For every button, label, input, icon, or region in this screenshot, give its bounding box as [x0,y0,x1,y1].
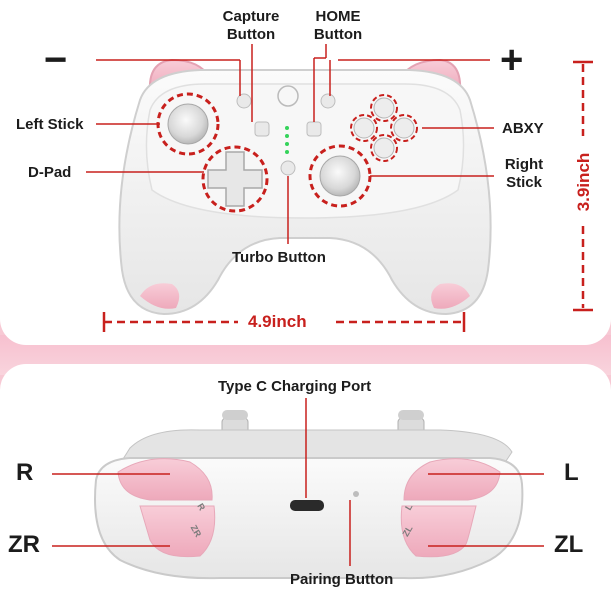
right-stick [319,155,361,197]
l-label: L [564,459,579,486]
back-leader-lines [52,398,544,566]
home-label: HOME Button [313,8,363,43]
led-3 [285,142,289,146]
type-c-label: Type C Charging Port [218,378,372,395]
usb-c-port [290,500,324,511]
abxy-label: ABXY [502,120,544,137]
capture-button [254,121,270,137]
front-controller [118,58,492,316]
face-plate [145,83,465,219]
width-dimension: 4.9inch [248,312,307,331]
home-button [306,121,322,137]
pairing-hole [353,491,359,497]
back-controller [94,410,524,580]
zr-trigger [139,505,216,558]
zr-label: ZR [8,531,40,558]
plus-button [320,93,336,109]
right-grip-pink [431,283,470,309]
dimension-lines [102,60,593,332]
left-stick [167,103,209,145]
dpad-label: D-Pad [28,164,72,181]
r-trigger [117,458,213,501]
capture-label: Capture Button [222,8,280,43]
height-dimension: 3.9inch [574,152,593,212]
minus-label: − [44,38,68,82]
turbo-label: Turbo Button [232,249,326,266]
abxy-buttons [350,94,418,162]
minus-button [236,93,252,109]
led-1 [285,126,289,130]
dpad [207,151,263,207]
right-stick-label: Right Stick [504,156,544,191]
led-4 [285,150,289,154]
zl-label: ZL [554,531,584,558]
l-trigger [403,458,501,501]
front-leader-lines [86,44,494,244]
led-2 [285,134,289,138]
pairing-label: Pairing Button [290,571,394,588]
logo-badge [277,85,299,107]
r-label: R [16,459,34,486]
zl-trigger [400,505,477,558]
left-stick-label: Left Stick [16,116,84,133]
plus-label: + [500,38,524,82]
left-grip-pink [140,283,180,309]
turbo-button [280,160,296,176]
